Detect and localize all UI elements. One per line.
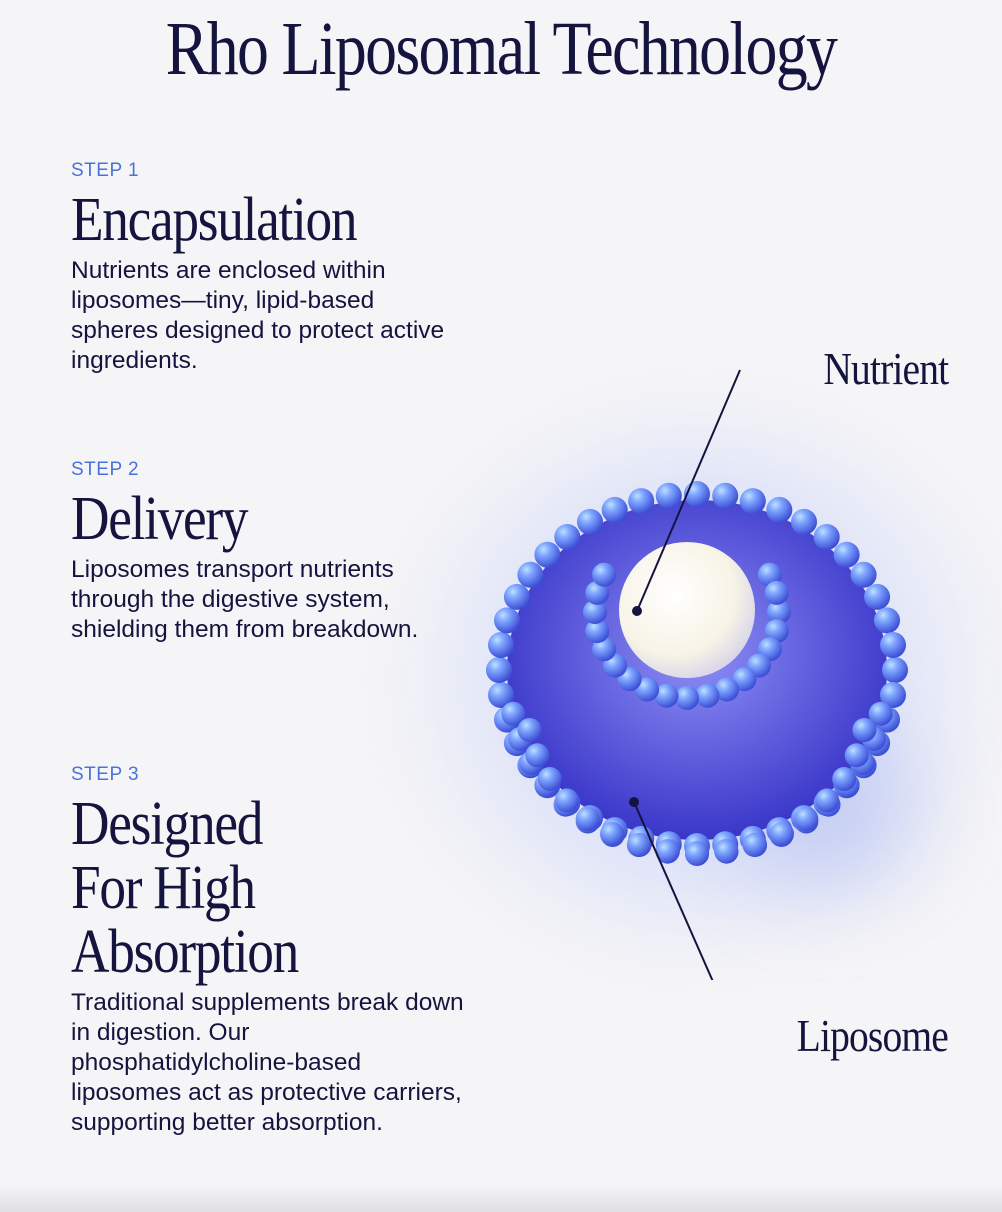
step-description: Traditional supplements break down in di… [71, 989, 464, 1136]
lipid-bead-inner [585, 580, 610, 605]
lipid-bead [739, 488, 766, 515]
lipid-bead [488, 682, 514, 708]
liposome-pointer-line [633, 801, 714, 980]
lipid-bead [655, 839, 680, 864]
lipid-bead [601, 496, 628, 523]
nutrient-pointer-dot [632, 606, 642, 616]
lipid-bead [832, 767, 857, 791]
lipid-bead [850, 561, 877, 588]
lipid-bead [880, 682, 906, 708]
bottom-shade [0, 1184, 1002, 1212]
lipid-bead-inner [654, 683, 679, 708]
lipid-bead [868, 701, 893, 726]
lipid-bead [685, 842, 709, 866]
lipid-bead-inner [767, 600, 791, 624]
lipid-bead-inner [764, 580, 789, 605]
lipid-bead [575, 806, 600, 831]
step-encapsulation: STEP 1 Encapsulation Nutrients are enclo… [71, 160, 491, 376]
lipid-bead-inner [757, 562, 782, 587]
lipid-bead [880, 632, 906, 658]
page-title: Rho Liposomal Technology [165, 7, 838, 91]
lipid-bead [486, 657, 512, 683]
lipid-bead [494, 607, 520, 634]
lipid-bead-inner [732, 667, 757, 692]
step-heading: Designed For High Absorption [71, 790, 299, 986]
lipid-bead [517, 561, 544, 588]
lipid-bead [712, 482, 739, 509]
liposome-label: Liposome [796, 1010, 949, 1061]
lipid-bead [534, 541, 561, 568]
liposome-pointer-dot [629, 797, 639, 807]
lipid-bead [626, 833, 651, 857]
step-label: STEP 3 [71, 764, 140, 785]
lipid-bead [813, 524, 840, 550]
lipid-bead [874, 607, 900, 634]
step-label: STEP 2 [71, 459, 140, 480]
lipid-bead-inner [764, 619, 789, 644]
nutrient-label: Nutrient [823, 343, 949, 394]
inner-layer [583, 562, 791, 710]
lipid-bead [503, 583, 530, 610]
lipid-bead-inner [695, 683, 720, 708]
lipid-bead [791, 508, 817, 535]
lipid-bead-inner [635, 677, 660, 702]
step-absorption: STEP 3 Designed For High Absorption Trad… [71, 764, 491, 1138]
lipid-bead [488, 632, 514, 658]
lipid-bead [628, 488, 655, 515]
lipid-bead [743, 833, 768, 857]
lipid-bead [852, 718, 877, 742]
lipid-bead [833, 541, 860, 568]
step-description: Liposomes transport nutrients through th… [71, 556, 419, 643]
lipid-bead-inner [585, 619, 610, 644]
lipid-bead [864, 583, 891, 610]
lipid-bead [844, 743, 869, 768]
lipid-bead-inner [592, 562, 617, 587]
lipid-bead [655, 482, 682, 509]
lipid-bead [554, 524, 581, 550]
lipid-bead [714, 839, 739, 864]
liposome-illustration [486, 369, 908, 980]
lipid-bead [577, 508, 603, 535]
lipid-bead [517, 718, 542, 742]
step-heading: Encapsulation [71, 186, 358, 254]
lipid-bead-inner [714, 677, 739, 702]
step-delivery: STEP 2 Delivery Liposomes transport nutr… [71, 459, 491, 645]
lipid-bead [770, 821, 794, 846]
lipid-bead [794, 806, 819, 831]
lipid-bead [525, 743, 550, 768]
step-label: STEP 1 [71, 160, 140, 181]
lipid-bead-inner [592, 637, 617, 662]
lipid-bead-inner [583, 600, 607, 624]
lipid-bead [815, 788, 840, 813]
lipid-bead [501, 701, 526, 726]
lipid-bead [600, 821, 624, 846]
lipid-bead [554, 788, 579, 813]
step-heading: Delivery [71, 485, 249, 553]
lipid-bead [882, 657, 908, 683]
lipid-bead-inner [675, 686, 699, 710]
step-description: Nutrients are enclosed within liposomes—… [71, 257, 445, 374]
nutrient-pointer-line [636, 369, 741, 612]
lipid-bead [766, 496, 793, 523]
lipid-bead [537, 767, 562, 791]
